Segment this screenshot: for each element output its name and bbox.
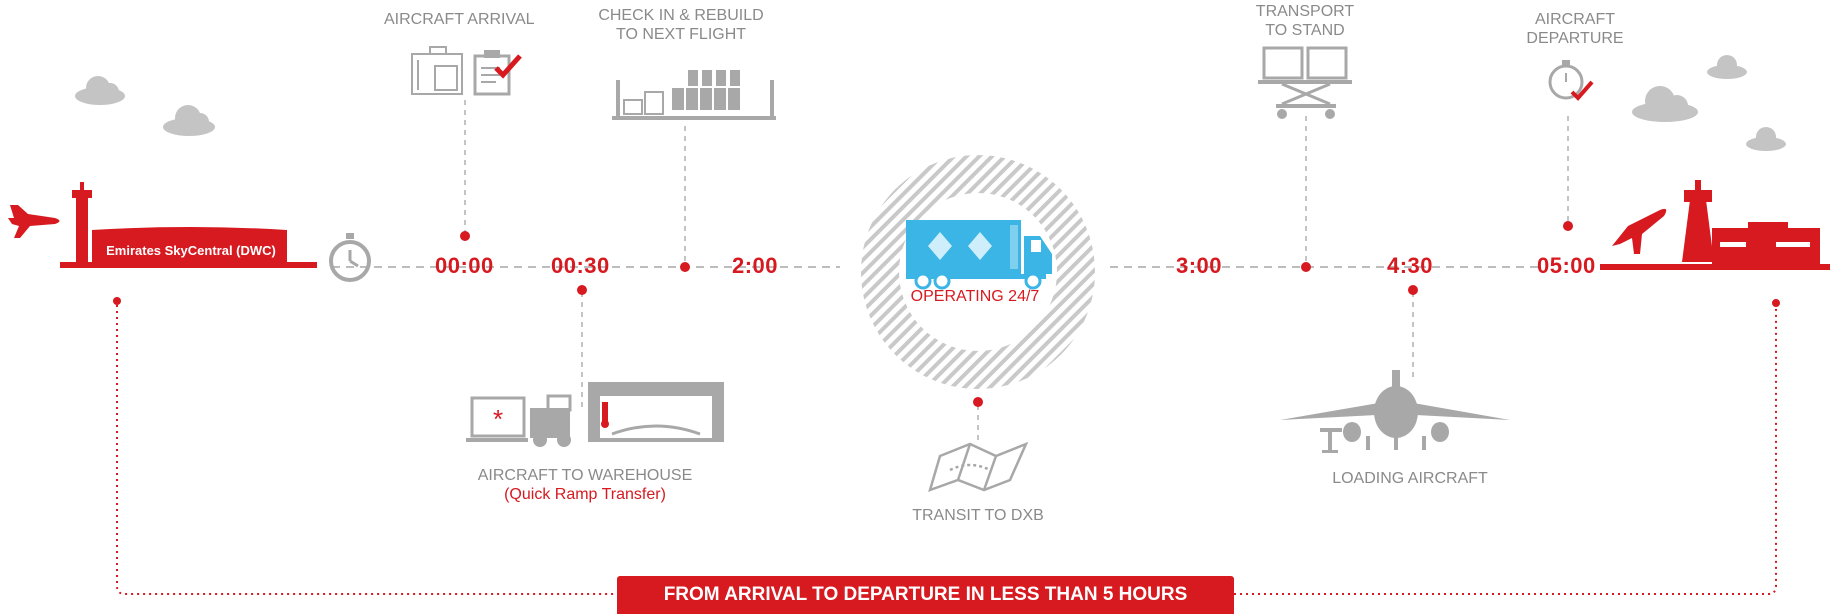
- cloud-icon: [1632, 86, 1698, 122]
- step-check-in-line2: TO NEXT FLIGHT: [615, 26, 747, 43]
- step-aircraft-to-warehouse: AIRCRAFT TO WAREHOUSE (Quick Ramp Transf…: [470, 466, 700, 504]
- step-transport-line1: TRANSPORT: [1255, 3, 1355, 20]
- scissor-lift-icon: [1258, 46, 1352, 119]
- time-200: 2:00: [732, 253, 779, 278]
- step-check-in: CHECK IN & REBUILD TO NEXT FLIGHT: [586, 6, 776, 44]
- stopwatch-icon: [1548, 60, 1594, 101]
- cloud-icon: [1707, 55, 1747, 79]
- step-transport: TRANSPORT TO STAND: [1250, 2, 1360, 40]
- operating-label: OPERATING 24/7: [910, 288, 1040, 305]
- svg-text:*: *: [493, 404, 503, 434]
- plane-icon: [1612, 208, 1667, 254]
- step-loading: LOADING AIRCRAFT: [1332, 470, 1488, 487]
- stopwatch-icon: [329, 233, 371, 282]
- time-300: 3:00: [1176, 253, 1223, 278]
- reefer-truck-icon: [906, 220, 1052, 290]
- time-0000: 00:00: [435, 253, 494, 278]
- step-departure-line2: DEPARTURE: [1526, 30, 1624, 47]
- control-tower-icon: [60, 182, 317, 268]
- step-transit: TRANSIT TO DXB: [912, 507, 1044, 524]
- step-check-in-line1: CHECK IN & REBUILD: [598, 7, 764, 24]
- cloud-icon: [163, 105, 215, 136]
- step-aircraft-arrival: AIRCRAFT ARRIVAL: [384, 11, 535, 28]
- time-0030: 00:30: [551, 253, 610, 278]
- step-quick-ramp: (Quick Ramp Transfer): [504, 486, 666, 503]
- cargo-container-icon: *: [466, 394, 572, 447]
- plane-icon: [8, 205, 60, 238]
- clipboard-check-icon: [473, 50, 522, 96]
- time-0500: 05:00: [1537, 253, 1596, 278]
- time-430: 4:30: [1387, 253, 1434, 278]
- summary-banner: FROM ARRIVAL TO DEPARTURE IN LESS THAN 5…: [617, 576, 1234, 614]
- step-aircraft-to-warehouse-line1: AIRCRAFT TO WAREHOUSE: [477, 467, 693, 484]
- cloud-icon: [1746, 127, 1786, 151]
- map-icon: [928, 441, 1029, 493]
- building-sign: Emirates SkyCentral (DWC): [106, 243, 276, 258]
- cloud-icon: [75, 76, 125, 105]
- step-departure-line1: AIRCRAFT: [1535, 11, 1615, 28]
- airliner-icon: [1280, 370, 1510, 453]
- warehouse-racks-icon: [612, 70, 776, 120]
- hangar-icon: [588, 382, 724, 442]
- control-tower-icon: [1600, 180, 1830, 270]
- cargo-container-icon: [411, 46, 463, 95]
- step-transport-line2: TO STAND: [1265, 22, 1345, 39]
- step-departure: AIRCRAFT DEPARTURE: [1520, 10, 1630, 48]
